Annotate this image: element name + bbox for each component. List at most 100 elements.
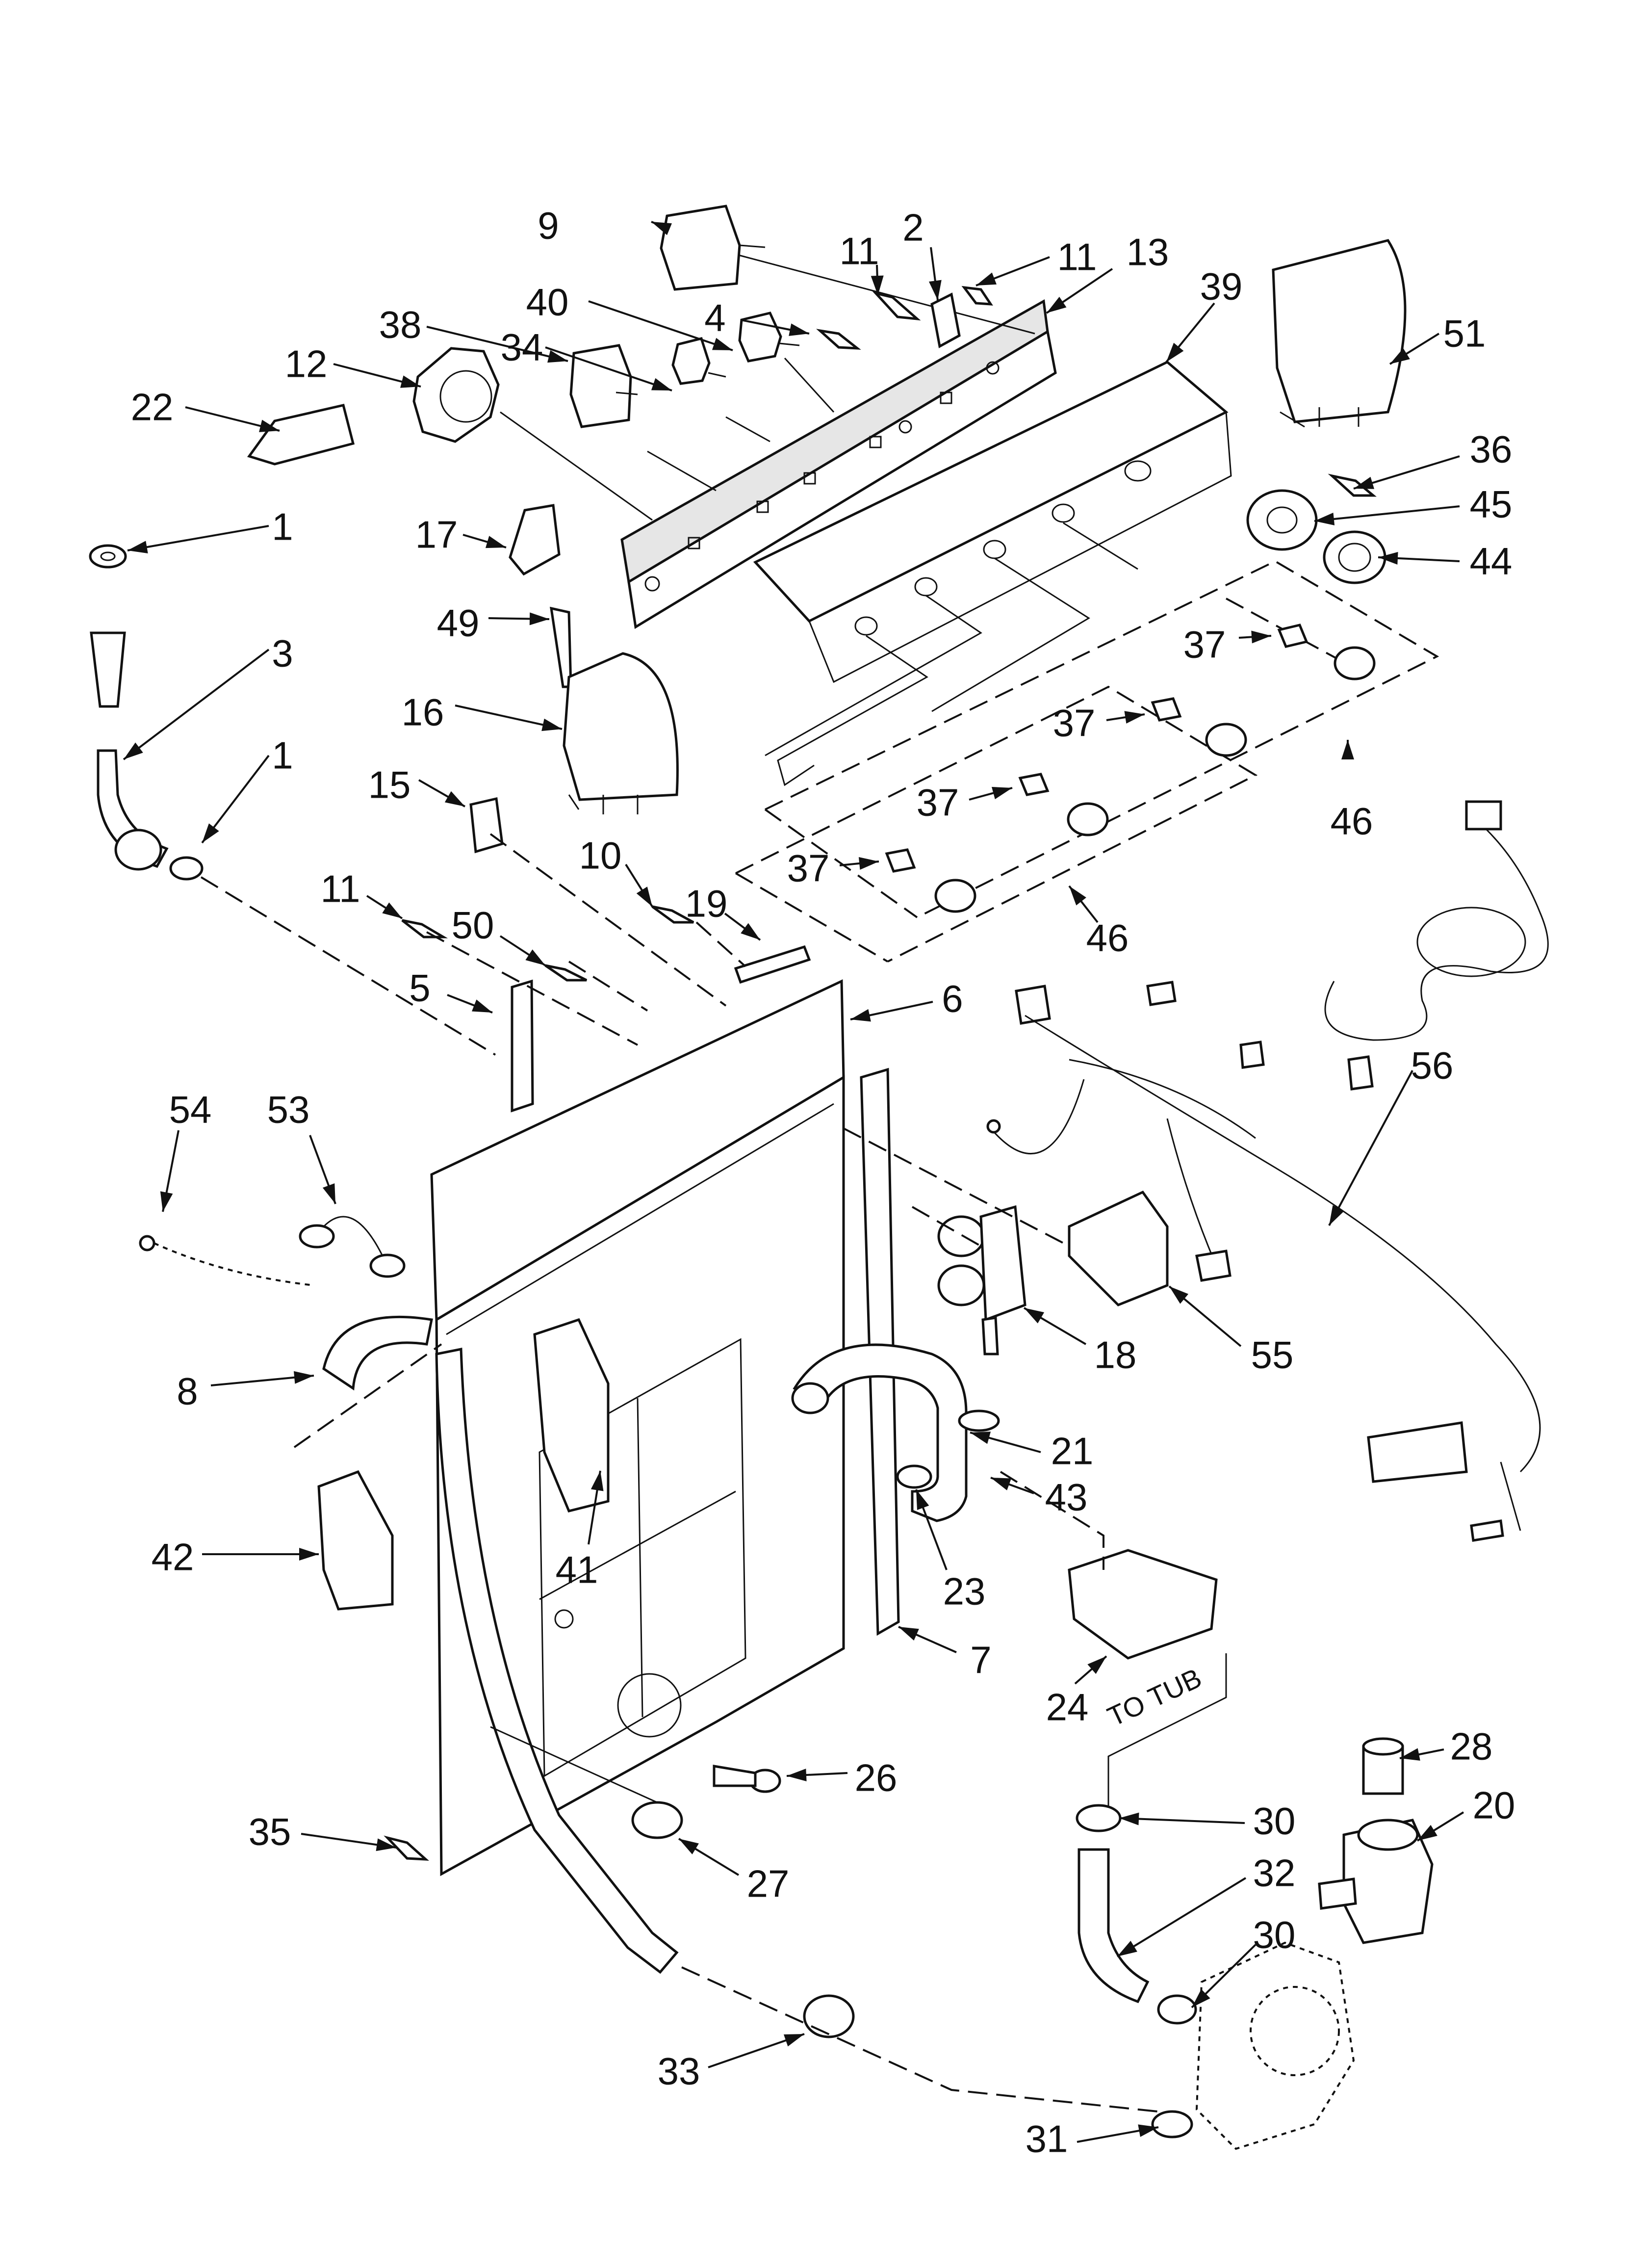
leader-line: [1119, 1817, 1245, 1824]
callout-30: 30: [1191, 1913, 1295, 2008]
bracket-41: [533, 1318, 610, 1512]
callout-label: 27: [747, 1862, 790, 1905]
callout-label: 16: [402, 691, 444, 734]
callout-31: 31: [1026, 2117, 1159, 2161]
callout-label: 36: [1470, 428, 1513, 471]
screw-11c: [401, 919, 448, 938]
leader-arrowhead: [472, 999, 492, 1013]
callout-2: 2: [902, 206, 942, 301]
leader-line: [127, 525, 269, 551]
callout-5: 5: [409, 966, 493, 1014]
leader-arrowhead: [1117, 1941, 1137, 1956]
leader-arrowhead: [444, 791, 465, 807]
callout-label: 34: [501, 326, 543, 369]
leader-arrowhead: [1166, 342, 1184, 362]
leader-arrowhead: [1417, 1825, 1437, 1841]
callout-label: 46: [1086, 916, 1129, 960]
callout-7: 7: [898, 1626, 992, 1682]
callout-13: 13: [1046, 231, 1169, 314]
leader-line: [1116, 1877, 1247, 1957]
callout-label: 1: [272, 734, 293, 777]
callout-label: 15: [368, 763, 411, 807]
callout-12: 12: [285, 342, 421, 388]
leader-arrowhead: [128, 541, 148, 553]
leader-arrowhead: [299, 1548, 319, 1561]
callout-label: 2: [902, 206, 924, 249]
bracket-55: [843, 1127, 1169, 1306]
leader-arrowhead: [741, 923, 760, 940]
callout-28: 28: [1399, 1725, 1493, 1768]
leader-arrowhead: [679, 1839, 699, 1854]
switch-38: [569, 344, 717, 492]
leader-arrowhead: [787, 1769, 807, 1782]
timer: [660, 205, 1035, 335]
leader-arrowhead: [259, 419, 280, 432]
bracket-5: [511, 979, 534, 1113]
leader-arrowhead: [376, 1838, 396, 1851]
fill-hose-43: [791, 1343, 968, 1522]
clamp-31: [1151, 2110, 1193, 2138]
leader-arrowhead: [916, 1489, 929, 1511]
callout-56: 56: [1328, 1044, 1453, 1226]
callout-label: 11: [840, 230, 879, 273]
inlet-valve-18: [912, 1205, 1026, 1356]
callout-label: 49: [437, 601, 480, 645]
callout-label: 19: [685, 882, 728, 925]
callout-26: 26: [786, 1756, 897, 1799]
leader-arrowhead: [1069, 886, 1086, 906]
callout-label: 43: [1045, 1476, 1088, 1519]
leader-line: [1314, 505, 1460, 522]
leader-arrowhead: [850, 1009, 871, 1022]
endcap-right: [1272, 239, 1407, 428]
bracket-17: [509, 504, 561, 576]
ground-plate-42: [293, 1343, 442, 1611]
leader-arrowhead: [1354, 476, 1375, 489]
callout-54: 54: [160, 1088, 211, 1212]
switch-40: [738, 312, 835, 413]
callout-label: 6: [942, 977, 963, 1020]
leader-arrowhead: [1390, 348, 1410, 364]
callout-1: 1: [201, 734, 293, 844]
leader-arrowhead: [1087, 1656, 1106, 1674]
leader-arrowhead: [783, 2034, 804, 2047]
callout-label: 28: [1450, 1725, 1493, 1768]
leader-arrowhead: [898, 1627, 919, 1641]
callout-label: 3: [272, 632, 293, 675]
leader-arrowhead: [858, 857, 879, 870]
leader-arrowhead: [202, 823, 219, 843]
leader-arrowhead: [651, 222, 672, 235]
callout-37: 37: [917, 781, 1013, 824]
leader-arrowhead: [1329, 1205, 1344, 1225]
leader-arrowhead: [547, 350, 568, 363]
leader-arrowhead: [1378, 551, 1398, 565]
screw-11b: [961, 286, 993, 306]
callout-1: 1: [127, 505, 293, 553]
leader-arrowhead: [529, 612, 549, 626]
callout-20: 20: [1416, 1784, 1515, 1842]
washer-1a: [89, 544, 127, 569]
callout-label: 10: [579, 834, 622, 877]
leader-arrowhead: [928, 280, 942, 300]
knob-45: [1246, 489, 1318, 551]
to-tub-leader: [1107, 1653, 1227, 1810]
screw-35: [384, 1835, 429, 1861]
callout-23: 23: [915, 1489, 985, 1613]
callout-label: 44: [1470, 540, 1513, 583]
callout-27: 27: [678, 1838, 790, 1905]
callout-label: 50: [452, 904, 494, 947]
leader-arrowhead: [1251, 630, 1271, 644]
callout-15: 15: [368, 763, 465, 808]
callout-21: 21: [970, 1430, 1093, 1473]
leader-arrowhead: [525, 949, 545, 965]
callout-30: 30: [1119, 1799, 1295, 1843]
callout-label: 46: [1331, 800, 1373, 843]
callout-35: 35: [249, 1810, 397, 1853]
screw-49: [549, 606, 572, 688]
hose-3: [90, 631, 169, 871]
callout-label: 9: [538, 204, 559, 247]
clamp-30b: [1157, 1994, 1197, 2025]
callout-11: 11: [975, 235, 1097, 287]
callout-11: 11: [840, 230, 884, 296]
leader-line: [123, 649, 270, 760]
